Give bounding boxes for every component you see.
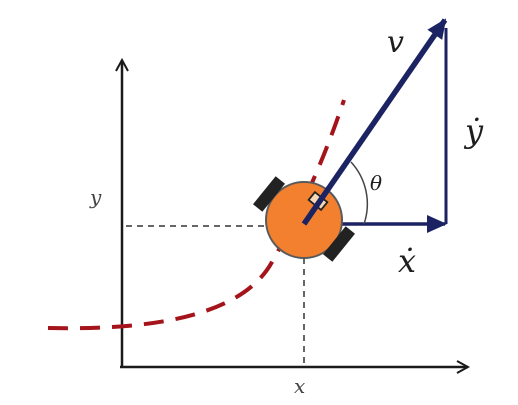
- left-wheel: [253, 176, 285, 212]
- x-dot-label: ẋ: [398, 242, 416, 280]
- trajectory-path: [47, 99, 346, 331]
- y-dot-label: ẏ: [463, 112, 484, 150]
- theta-angle-arc: [350, 161, 369, 225]
- axis-label-x: x: [294, 374, 305, 398]
- labels: y x v θ ẋ ẏ: [89, 25, 484, 398]
- projection-lines: [126, 225, 305, 364]
- velocity-vector-arrow: [301, 18, 448, 226]
- robot: [253, 176, 355, 262]
- axes: [120, 60, 468, 368]
- velocity-label-v: v: [387, 25, 404, 60]
- theta-label: θ: [370, 171, 382, 195]
- axis-label-y: y: [89, 185, 102, 209]
- right-wheel: [323, 226, 355, 262]
